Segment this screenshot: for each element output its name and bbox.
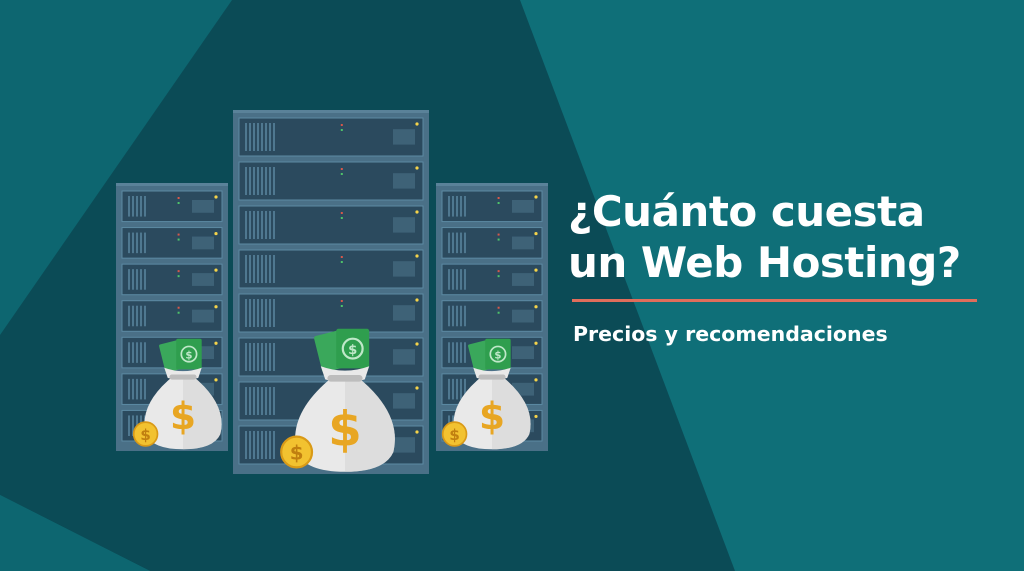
svg-text:$: $ xyxy=(140,426,151,444)
banknote-icon: $ xyxy=(159,338,202,373)
money-bags-illustration: $ $ $ $ $ $ $ $ $ xyxy=(132,328,531,472)
money-bag-icon: $ $ $ xyxy=(280,328,395,472)
coin-icon: $ xyxy=(280,435,314,469)
coin-icon: $ xyxy=(441,421,468,447)
svg-text:$: $ xyxy=(290,442,304,465)
money-bag-icon: $ $ $ xyxy=(441,338,531,450)
title-line-2: un Web Hosting? xyxy=(568,238,961,287)
coin-icon: $ xyxy=(132,421,159,447)
svg-text:$: $ xyxy=(348,343,357,358)
banknote-icon: $ xyxy=(314,328,370,373)
svg-text:$: $ xyxy=(479,394,505,438)
svg-text:$: $ xyxy=(185,350,192,361)
money-bag-icon: $ $ $ xyxy=(132,338,222,450)
svg-text:$: $ xyxy=(328,401,362,457)
banknote-icon: $ xyxy=(468,338,511,373)
svg-text:$: $ xyxy=(449,426,460,444)
page-title: ¿Cuánto cuesta un Web Hosting? xyxy=(568,186,1008,288)
title-line-1: ¿Cuánto cuesta xyxy=(568,187,925,236)
subtitle: Precios y recomendaciones xyxy=(573,322,888,346)
title-divider xyxy=(572,299,977,302)
svg-text:$: $ xyxy=(170,394,196,438)
svg-text:$: $ xyxy=(494,350,501,361)
